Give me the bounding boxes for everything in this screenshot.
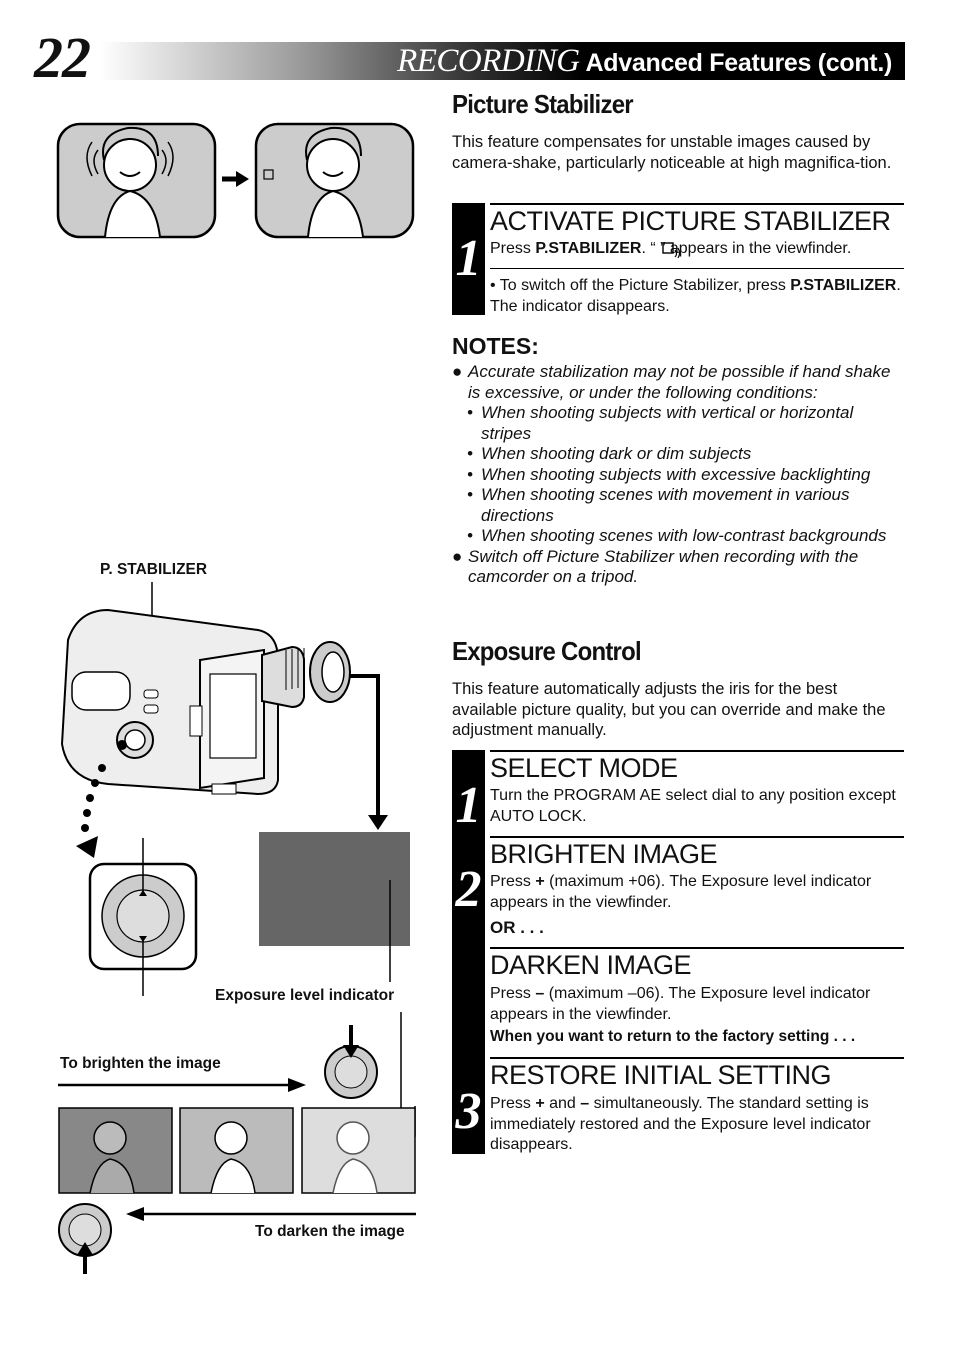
- label-p-stabilizer: P. STABILIZER: [100, 561, 208, 578]
- section-title: RECORDING: [397, 43, 580, 79]
- stabilizer-indicator-icon: [662, 242, 681, 259]
- tv-screen-stabilized: [254, 122, 415, 239]
- note-sub-2: When shooting dark or dim subjects: [481, 444, 752, 463]
- exposure-title: Exposure Control: [452, 636, 642, 666]
- header-bar: [100, 42, 905, 80]
- note-2: Switch off Picture Stabilizer when recor…: [468, 546, 859, 587]
- note-sub-4: When shooting scenes with movement in va…: [481, 485, 850, 525]
- stabilizer-title: Picture Stabilizer: [452, 89, 634, 119]
- panel-bright: [301, 1107, 416, 1194]
- exposure-intro: This feature automatically adjusts the i…: [452, 680, 886, 739]
- stabilizer-step-1-number: 1: [452, 203, 485, 315]
- exposure-step-1-number: 1: [455, 777, 482, 834]
- exposure-step-1-text: Turn the PROGRAM AE select dial to any p…: [490, 787, 896, 825]
- arrow-to-screen: [350, 674, 388, 830]
- exposure-darken-text: Press – (maximum –06). The Exposure leve…: [490, 985, 871, 1023]
- dial-darken: [58, 1203, 112, 1274]
- exposure-step-1-rule: [490, 750, 904, 752]
- arrow-brighten: [58, 1078, 306, 1092]
- dial-brighten: [324, 1012, 416, 1137]
- exposure-step-2-heading: BRIGHTEN IMAGE: [490, 839, 718, 869]
- exposure-step-3-heading: RESTORE INITIAL SETTING: [490, 1060, 832, 1090]
- exposure-step-2-number: 2: [455, 861, 482, 918]
- exposure-step-3-number: 3: [455, 1083, 482, 1140]
- notes-list: ●Accurate stabilization may not be possi…: [452, 362, 891, 587]
- panel-dark: [58, 1107, 173, 1194]
- label-darken: To darken the image: [255, 1223, 405, 1240]
- arrow-right-icon: [222, 171, 249, 187]
- panel-medium: [179, 1107, 294, 1194]
- arrow-darken: [126, 1207, 416, 1221]
- exposure-step-3-text: Press + and – simultaneously. The standa…: [490, 1095, 871, 1153]
- exposure-or: OR . . .: [490, 918, 544, 937]
- notes-title: NOTES:: [452, 333, 539, 359]
- note-sub-3: When shooting subjects with excessive ba…: [481, 464, 871, 484]
- stabilizer-intro: This feature compensates for unstable im…: [452, 133, 892, 172]
- dotted-arc: [76, 764, 106, 858]
- label-exposure-indicator: Exposure level indicator: [215, 987, 395, 1004]
- note-1: Accurate stabilization may not be possib…: [468, 362, 891, 402]
- exposure-darken-heading: DARKEN IMAGE: [490, 950, 692, 980]
- tv-screen-shaky: [56, 122, 217, 239]
- illustrations: [56, 122, 416, 1274]
- stabilizer-step-1-divider: [490, 268, 904, 269]
- stabilizer-step-1-heading: ACTIVATE PICTURE STABILIZER: [490, 206, 891, 236]
- note-sub-1: When shooting subjects with vertical or …: [481, 403, 854, 443]
- note-sub-5: When shooting scenes with low-contrast b…: [481, 526, 887, 545]
- label-brighten: To brighten the image: [60, 1055, 221, 1072]
- stabilizer-step-1-bullet: • To switch off the Picture Stabilizer, …: [490, 277, 901, 315]
- control-dial: [88, 838, 198, 996]
- exposure-step-3-rule: [490, 1057, 904, 1059]
- exposure-step-bar: 1 2 3: [452, 750, 485, 1154]
- exposure-factory-note: When you want to return to the factory s…: [490, 1028, 856, 1045]
- camcorder: [60, 582, 351, 796]
- page-number: 22: [34, 25, 91, 90]
- exposure-darken-rule: [490, 947, 904, 949]
- viewfinder-screen: [259, 832, 410, 982]
- stabilizer-step-1-text: Press P.STABILIZER. “ ” appears in the v…: [490, 240, 852, 257]
- exposure-step-2-rule: [490, 836, 904, 838]
- section-subtitle: Advanced Features (cont.): [585, 49, 893, 77]
- exposure-step-1-heading: SELECT MODE: [490, 753, 678, 783]
- exposure-step-2-text: Press + (maximum +06). The Exposure leve…: [490, 873, 872, 911]
- stabilizer-step-1-rule: [490, 203, 904, 205]
